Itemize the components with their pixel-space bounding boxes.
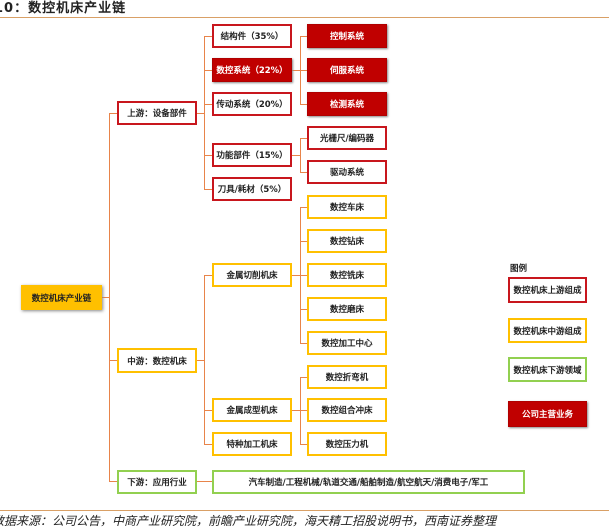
connector: [300, 138, 307, 139]
cnc-press-node: 数控压力机: [307, 432, 387, 456]
connector: [300, 36, 307, 37]
legend-downstream: 数控机床下游领域: [508, 357, 587, 382]
connector: [109, 360, 117, 361]
cnc-system-node: 数控系统（22%）: [212, 58, 292, 82]
connector: [300, 207, 307, 208]
connector: [204, 36, 212, 37]
machining-center-node: 数控加工中心: [307, 331, 387, 355]
connector: [109, 481, 117, 482]
root-node: 数控机床产业链: [21, 285, 102, 310]
grating-encoder-node: 光栅尺/编码器: [307, 126, 387, 150]
metal-cutting-node: 金属切削机床: [212, 263, 292, 287]
midstream-node: 中游：数控机床: [117, 348, 197, 373]
cnc-mill-node: 数控铣床: [307, 263, 387, 287]
downstream-node: 下游：应用行业: [117, 470, 197, 494]
connector: [292, 410, 300, 411]
structural-parts-node: 结构件（35%）: [212, 24, 292, 48]
connector: [197, 113, 204, 114]
connector: [300, 343, 307, 344]
connector: [204, 104, 212, 105]
functional-parts-node: 功能部件（15%）: [212, 143, 292, 167]
bottom-divider: [0, 510, 609, 511]
connector: [204, 275, 205, 444]
connector: [292, 275, 300, 276]
connector: [204, 155, 212, 156]
legend-upstream: 数控机床上游组成: [508, 277, 587, 303]
connector: [292, 70, 300, 71]
connector: [204, 70, 212, 71]
connector: [292, 155, 300, 156]
legend-midstream: 数控机床中游组成: [508, 318, 587, 343]
special-machining-node: 特种加工机床: [212, 432, 292, 456]
connector: [204, 410, 212, 411]
control-system-node: 控制系统: [307, 24, 387, 48]
connector: [300, 377, 307, 378]
connector: [102, 297, 109, 298]
connector: [300, 70, 307, 71]
upstream-node: 上游：设备部件: [117, 101, 197, 125]
servo-system-node: 伺服系统: [307, 58, 387, 82]
legend-main-business: 公司主营业务: [508, 401, 587, 427]
connector: [197, 360, 204, 361]
connector: [204, 36, 205, 189]
detection-system-node: 检测系统: [307, 92, 387, 116]
connector: [204, 444, 212, 445]
connector: [300, 104, 307, 105]
top-divider: [0, 17, 609, 18]
connector: [300, 275, 307, 276]
metal-forming-node: 金属成型机床: [212, 398, 292, 422]
connector: [204, 275, 212, 276]
connector: [197, 481, 212, 482]
transmission-system-node: 传动系统（20%）: [212, 92, 292, 116]
cnc-lathe-node: 数控车床: [307, 195, 387, 219]
connector: [109, 113, 110, 482]
tools-consumables-node: 刀具/耗材（5%）: [212, 177, 292, 201]
figure-title: 10：数控机床产业链: [0, 1, 127, 16]
connector: [300, 444, 307, 445]
connector: [300, 309, 307, 310]
cnc-bender-node: 数控折弯机: [307, 365, 387, 389]
connector: [204, 189, 212, 190]
cnc-drill-node: 数控钻床: [307, 229, 387, 253]
industries-node: 汽车制造/工程机械/轨道交通/船舶制造/航空航天/消费电子/军工: [212, 470, 525, 494]
connector: [300, 241, 307, 242]
connector: [300, 138, 301, 172]
connector: [109, 113, 117, 114]
cnc-punch-node: 数控组合冲床: [307, 398, 387, 422]
connector: [300, 410, 307, 411]
cnc-grinder-node: 数控磨床: [307, 297, 387, 321]
legend-title: 图例: [510, 264, 528, 274]
source-note: 数据来源：公司公告，中商产业研究院，前瞻产业研究院，海天精工招股说明书，西南证券…: [0, 514, 497, 528]
connector: [300, 172, 307, 173]
drive-system-node: 驱动系统: [307, 160, 387, 184]
